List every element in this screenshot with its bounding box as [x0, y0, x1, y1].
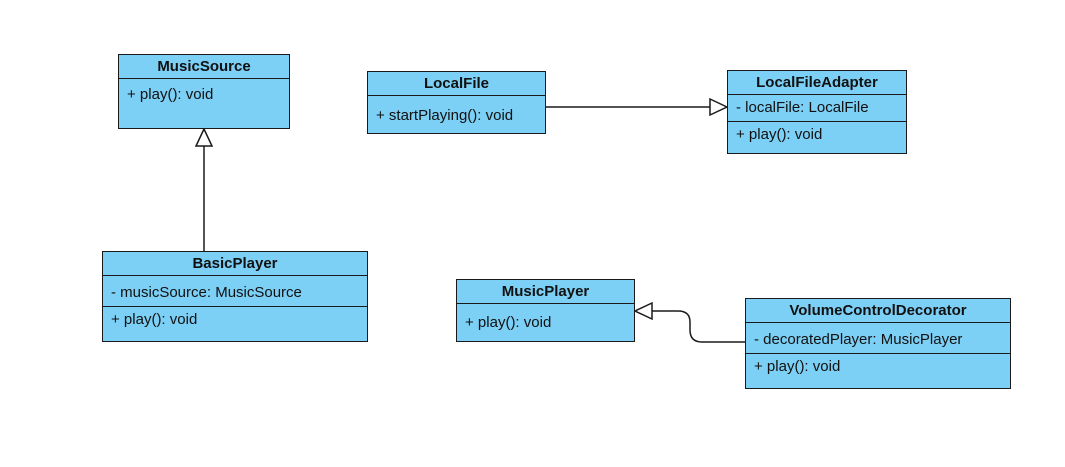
class-name: LocalFile: [368, 72, 545, 96]
attribute-row: - localFile: LocalFile: [736, 99, 869, 116]
attribute-row: - decoratedPlayer: MusicPlayer: [754, 331, 963, 348]
method-row: + play(): void: [736, 126, 823, 143]
class-localfileadapter[interactable]: LocalFileAdapter - localFile: LocalFile …: [727, 70, 907, 154]
attributes-section: - decoratedPlayer: MusicPlayer: [746, 323, 1010, 354]
methods-section: + play(): void: [728, 122, 906, 148]
method-row: + play(): void: [127, 86, 214, 103]
class-name: MusicSource: [119, 55, 289, 79]
method-row: + play(): void: [465, 314, 552, 331]
class-basicplayer[interactable]: BasicPlayer - musicSource: MusicSource +…: [102, 251, 368, 342]
method-row: + play(): void: [111, 311, 198, 328]
attribute-row: - musicSource: MusicSource: [111, 284, 302, 301]
hollow-arrowhead-icon: [633, 301, 653, 321]
methods-section: + play(): void: [103, 307, 367, 333]
class-name: BasicPlayer: [103, 252, 367, 276]
class-musicplayer[interactable]: MusicPlayer + play(): void: [456, 279, 635, 342]
class-name: VolumeControlDecorator: [746, 299, 1010, 323]
methods-section: + play(): void: [119, 79, 289, 108]
attributes-section: - musicSource: MusicSource: [103, 276, 367, 307]
class-musicsource[interactable]: MusicSource + play(): void: [118, 54, 290, 129]
methods-section: + startPlaying(): void: [368, 96, 545, 129]
generalization-decorator-musicplayer: [652, 310, 745, 343]
attributes-section: - localFile: LocalFile: [728, 95, 906, 122]
class-name: LocalFileAdapter: [728, 71, 906, 95]
class-volumecontroldecorator[interactable]: VolumeControlDecorator - decoratedPlayer…: [745, 298, 1011, 389]
class-localfile[interactable]: LocalFile + startPlaying(): void: [367, 71, 546, 134]
methods-section: + play(): void: [457, 304, 634, 336]
hollow-arrowhead-icon: [709, 97, 729, 117]
method-row: + startPlaying(): void: [376, 107, 514, 124]
hollow-arrowhead-icon: [194, 127, 214, 147]
methods-section: + play(): void: [746, 354, 1010, 380]
method-row: + play(): void: [754, 358, 841, 375]
class-name: MusicPlayer: [457, 280, 634, 304]
